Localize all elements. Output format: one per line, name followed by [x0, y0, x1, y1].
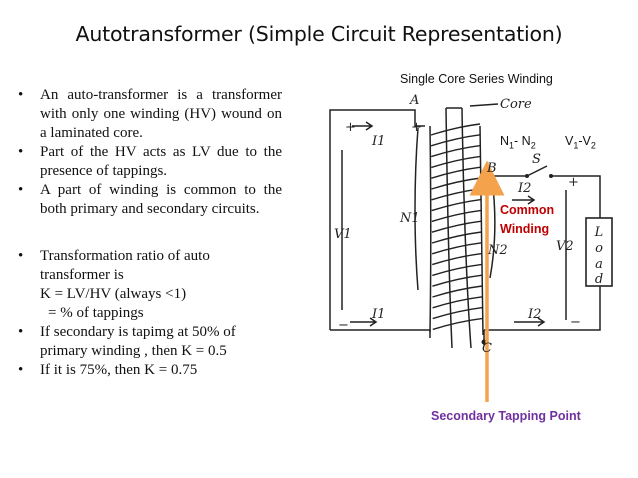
coil-turn	[431, 220, 482, 233]
bullet-dot: •	[18, 144, 24, 160]
bullet-text: An auto-transformer is a transformer wit…	[40, 87, 282, 141]
bullet-item: • Part of the HV acts as LV due to the pr…	[18, 143, 282, 181]
voltage-ratio-label: V1-V2	[565, 134, 596, 151]
bullet-dot: •	[18, 362, 24, 378]
coil-turn	[431, 166, 481, 179]
label-core: Core	[500, 97, 532, 112]
label-minus-left: −	[338, 318, 349, 333]
n2-bracket	[489, 177, 496, 279]
label-n1: N1	[399, 211, 420, 226]
coil-turn	[431, 188, 481, 201]
label-n2: N2	[487, 243, 508, 258]
slide-title: Autotransformer (Simple Circuit Represen…	[75, 22, 563, 46]
label-v2: V2	[556, 239, 574, 254]
coil-turn	[432, 263, 483, 277]
coil-turn	[432, 274, 483, 287]
i2-bottom-arrow	[514, 317, 546, 327]
label-c: C	[482, 341, 492, 356]
load-letter-o: o	[595, 241, 603, 256]
bullet-list: • An auto-transformer is a transformer wi…	[18, 86, 282, 380]
load-box	[585, 217, 613, 287]
bullet-dot: •	[18, 87, 24, 103]
i1-bottom-arrow	[350, 317, 378, 327]
load-letter-l: L	[594, 225, 604, 240]
k-formula: K = LV/HV (always <1)	[40, 286, 187, 302]
bullet-item: • Transformation ratio of auto transforme…	[18, 247, 282, 285]
bullet-text: A part of winding is common to the both …	[40, 182, 282, 217]
coil-turn	[431, 177, 481, 190]
core-pointer	[469, 103, 499, 107]
terminal-b	[480, 173, 486, 179]
switch-blade	[526, 165, 548, 177]
common-winding-label-2: Winding	[500, 222, 550, 236]
label-i2-bottom: I2	[527, 307, 541, 322]
bullet-dot: •	[18, 248, 24, 264]
coil-turn	[430, 134, 481, 147]
bullet-item: • An auto-transformer is a transformer wi…	[18, 86, 282, 143]
label-i1-top: I1	[371, 134, 385, 149]
bullet-text: Part of the HV acts as LV due to the pre…	[40, 144, 282, 179]
core-left	[445, 107, 453, 349]
label-s: S	[532, 152, 541, 167]
core-right	[461, 107, 472, 349]
coil-turn	[432, 296, 483, 309]
i1-top-arrow	[352, 121, 374, 131]
secondary-top-wire	[551, 175, 601, 218]
winding-left-bar	[429, 125, 432, 333]
coil-turn	[432, 285, 483, 298]
coil-turn	[432, 306, 483, 320]
coil-turn	[430, 144, 481, 158]
label-minus-right: −	[570, 315, 581, 330]
coil-turn	[431, 231, 482, 244]
bullet-item: • If secondary is tapimg at 50% of primar…	[18, 323, 282, 361]
coil-turn	[431, 242, 482, 255]
load-letter-a: a	[595, 257, 603, 272]
n1-bracket	[414, 127, 419, 291]
primary-top-wire	[329, 109, 425, 127]
coil-turn	[430, 123, 481, 136]
coil-turn	[432, 317, 483, 331]
switch-contact	[549, 174, 553, 178]
bullet-text: Transformation ratio of auto transformer…	[40, 248, 210, 283]
coil-turn	[431, 209, 482, 223]
secondary-bottom-wire	[484, 286, 601, 331]
bullet-text: If secondary is tapimg at 50% of primary…	[40, 324, 236, 359]
turns-ratio-label: N1- N2	[500, 134, 536, 151]
bullet-dot: •	[18, 324, 24, 340]
secondary-tapping-label: Secondary Tapping Point	[431, 409, 581, 423]
bullet-item: • A part of winding is common to the both…	[18, 181, 282, 219]
label-plus-left: +	[345, 120, 356, 135]
label-b: B	[486, 161, 497, 176]
label-i1-bottom: I1	[371, 307, 385, 322]
i2-top-arrow	[512, 195, 536, 205]
label-a: A	[409, 93, 419, 108]
bullet-item: • If it is 75%, then K = 0.75	[18, 361, 282, 380]
coil-turn	[431, 155, 481, 169]
switch-pivot	[525, 174, 529, 178]
winding-right-bar	[479, 125, 484, 336]
bullet-dot: •	[18, 182, 24, 198]
bullet-text: If it is 75%, then K = 0.75	[40, 362, 198, 378]
common-winding-label-1: Common	[500, 203, 555, 217]
label-i2-top: I2	[517, 181, 531, 196]
coil-turn	[431, 252, 482, 266]
label-plus-right: +	[568, 175, 579, 190]
k-percent: = % of tappings	[48, 305, 144, 321]
load-letter-d: d	[595, 272, 603, 287]
label-plus-a: +	[411, 120, 422, 135]
coil-turn	[431, 198, 482, 212]
winding-coil	[430, 123, 483, 331]
label-v1: V1	[334, 227, 352, 242]
diagram-heading: Single Core Series Winding	[400, 72, 553, 86]
